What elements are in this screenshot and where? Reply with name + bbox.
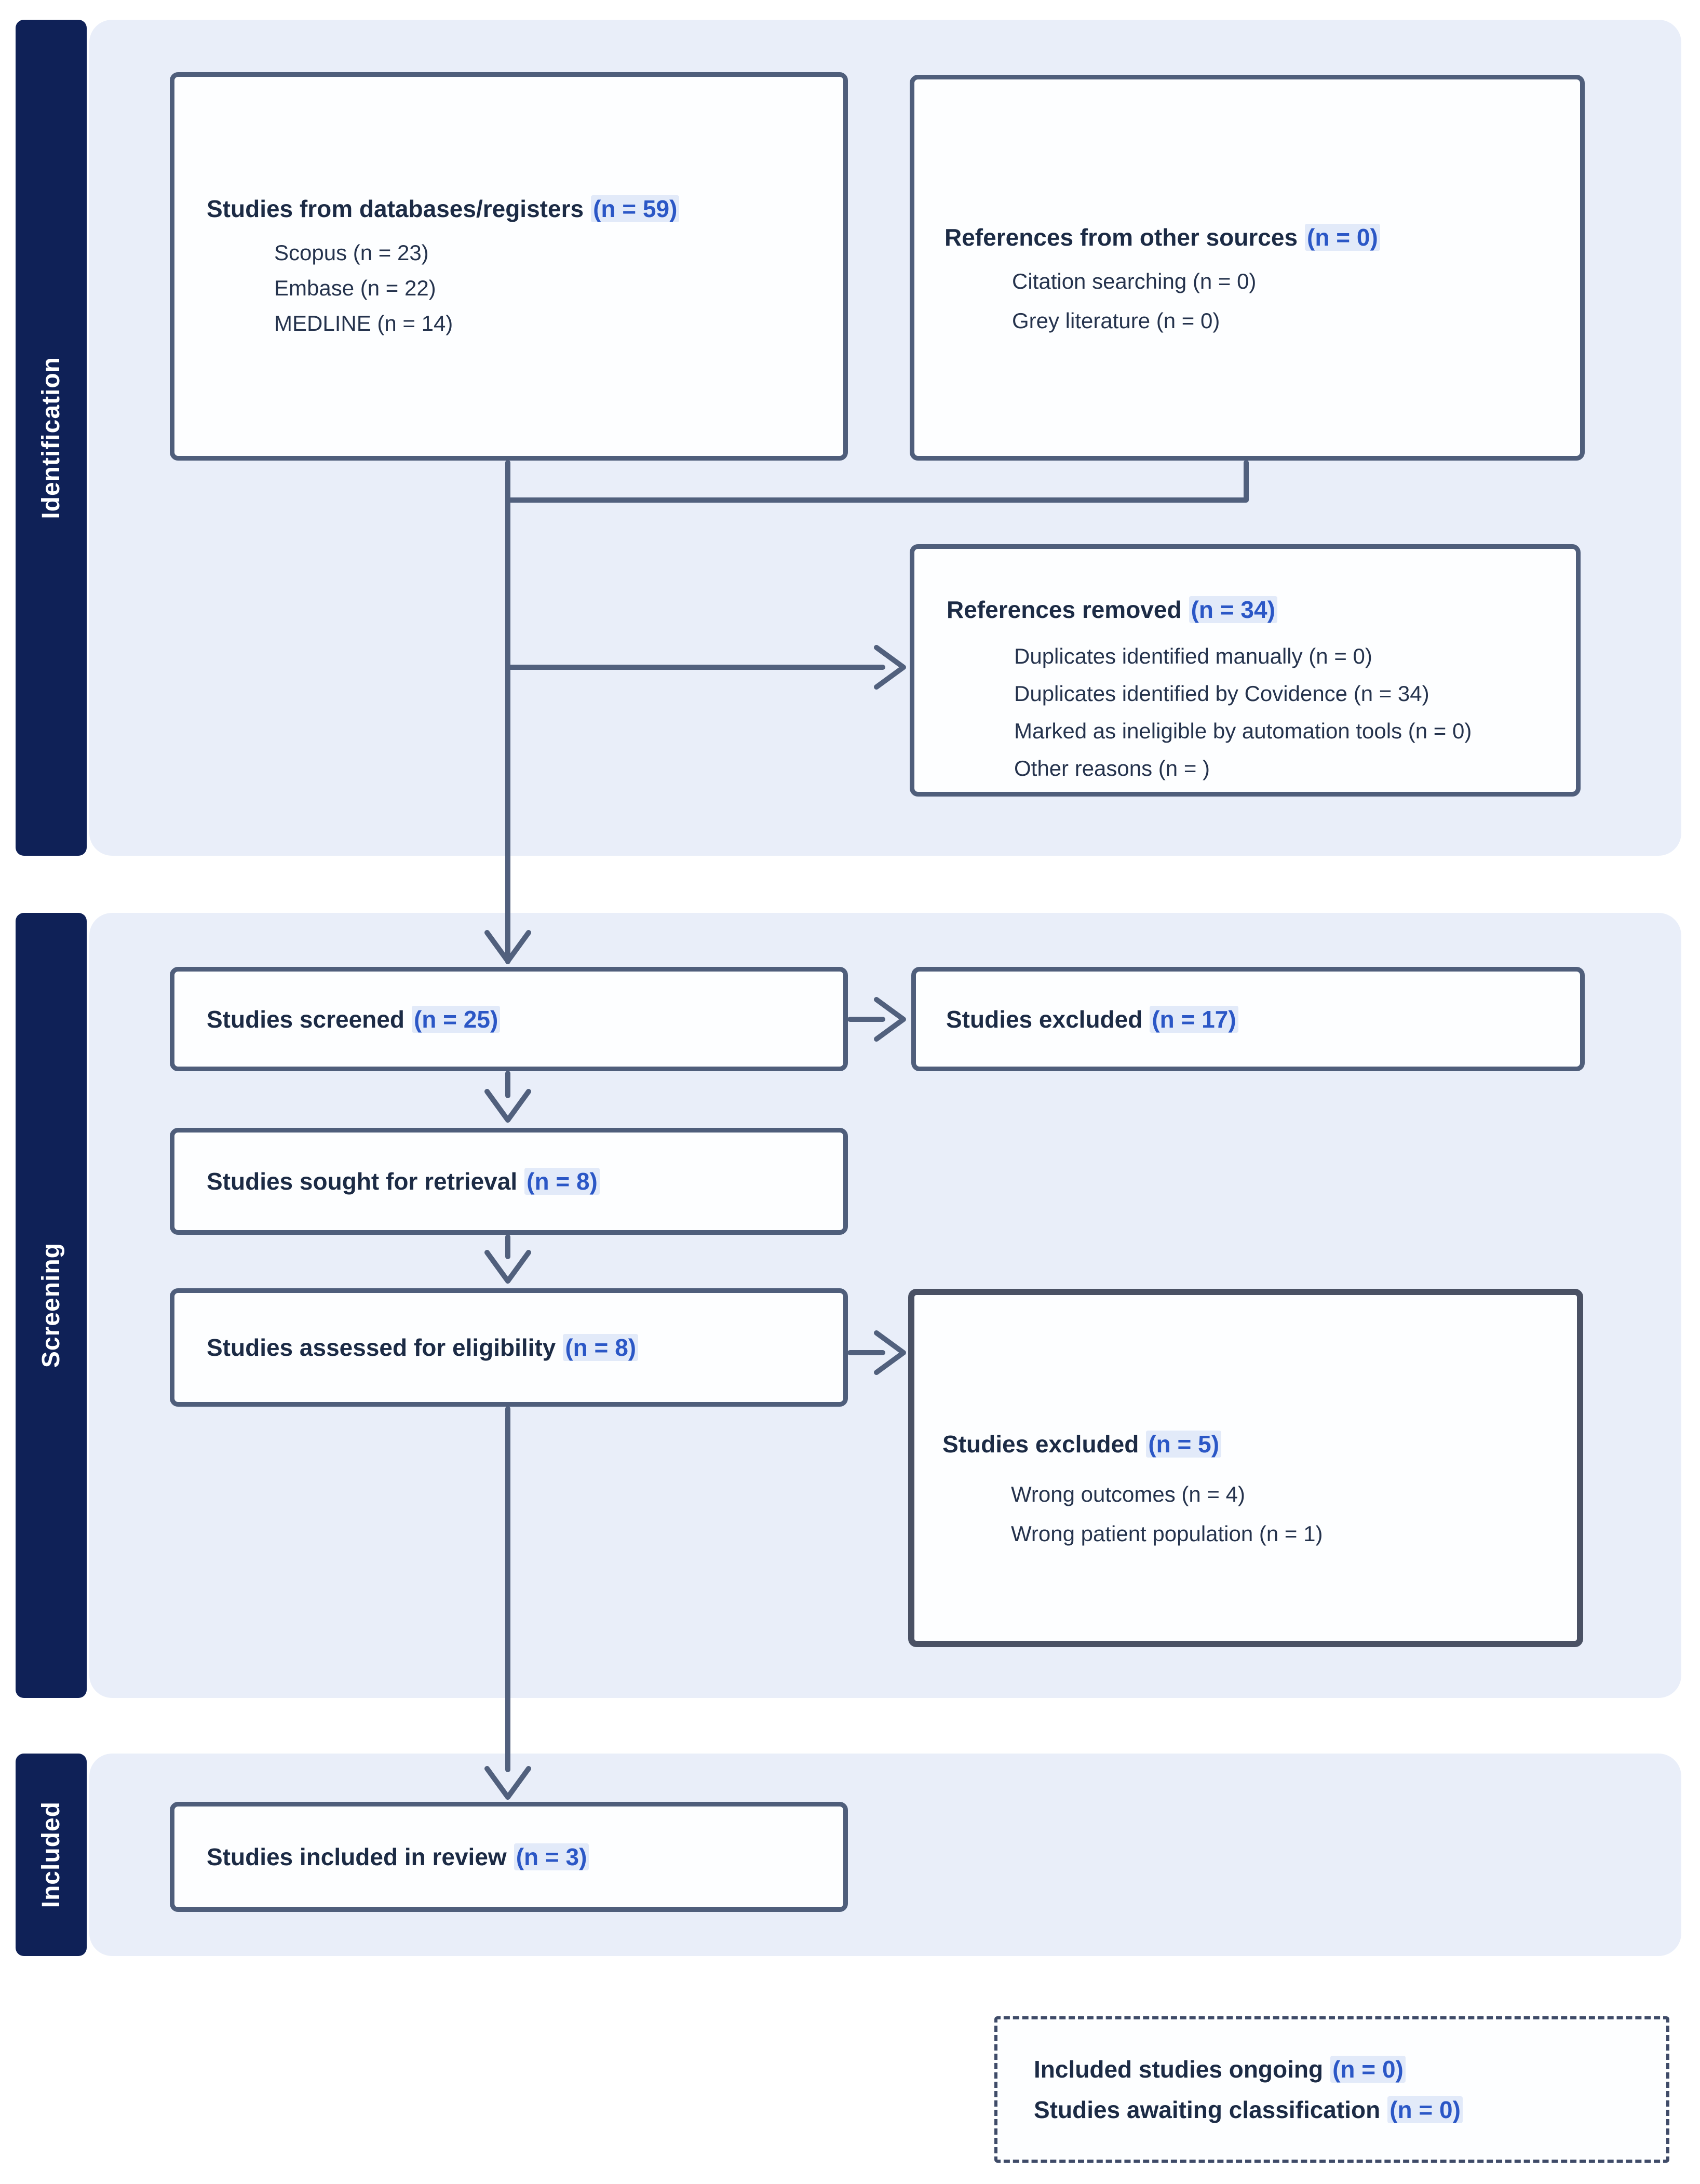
excluded-item-population: Wrong patient population (n = 1) — [1011, 1521, 1323, 1546]
removed-item-manual: Duplicates identified manually (n = 0) — [1014, 644, 1372, 668]
included-review-title-text: Studies included in review — [207, 1843, 507, 1870]
sought-count: (n = 8) — [524, 1168, 600, 1195]
excluded-item-outcomes: Wrong outcomes (n = 4) — [1011, 1482, 1245, 1506]
ongoing-line: Included studies ongoing(n = 0) — [1034, 2049, 1666, 2089]
screened-count: (n = 25) — [411, 1005, 501, 1033]
box-studies-screened: Studies screened(n = 25) — [170, 967, 848, 1071]
box-studies-assessed-eligibility: Studies assessed for eligibility (n = 8) — [170, 1288, 848, 1407]
other-sources-item-grey: Grey literature (n = 0) — [1012, 308, 1220, 333]
sought-title: Studies sought for retrieval(n = 8) — [207, 1166, 600, 1196]
references-removed-count: (n = 34) — [1189, 596, 1277, 623]
identification-label: Identification — [37, 356, 65, 519]
excluded-screening-title-text: Studies excluded — [946, 1005, 1143, 1033]
sought-title-text: Studies sought for retrieval — [207, 1168, 518, 1195]
box-studies-excluded-eligibility: Studies excluded (n = 5) Wrong outcomes (… — [908, 1289, 1583, 1647]
assessed-count: (n = 8) — [563, 1334, 639, 1361]
removed-item-automation: Marked as ineligible by automation tools… — [1014, 719, 1472, 743]
excluded-eligibility-title-text: Studies excluded — [942, 1431, 1139, 1458]
awaiting-line: Studies awaiting classification(n = 0) — [1034, 2089, 1666, 2130]
ongoing-line-text: Included studies ongoing — [1034, 2056, 1324, 2083]
excluded-eligibility-title: Studies excluded (n = 5) — [942, 1429, 1556, 1459]
references-removed-title: References removed (n = 34) — [947, 595, 1555, 625]
databases-item-medline: MEDLINE (n = 14) — [274, 311, 453, 335]
box-studies-sought-retrieval: Studies sought for retrieval(n = 8) — [170, 1128, 848, 1235]
excluded-screening-title: Studies excluded(n = 17) — [946, 1004, 1238, 1034]
assessed-title-text: Studies assessed for eligibility — [207, 1334, 556, 1361]
other-sources-item-citation: Citation searching (n = 0) — [1012, 269, 1257, 293]
included-sidebar: Included — [16, 1754, 87, 1956]
removed-item-other: Other reasons (n = ) — [1014, 756, 1210, 780]
screening-label: Screening — [37, 1243, 65, 1368]
screened-title: Studies screened(n = 25) — [207, 1004, 501, 1034]
databases-count: (n = 59) — [591, 195, 680, 222]
awaiting-line-text: Studies awaiting classification — [1034, 2096, 1381, 2123]
databases-title-text: Studies from databases/registers — [207, 195, 584, 222]
other-sources-count: (n = 0) — [1305, 224, 1380, 251]
assessed-title: Studies assessed for eligibility (n = 8) — [207, 1332, 639, 1363]
included-label: Included — [37, 1801, 65, 1908]
box-databases-registers: Studies from databases/registers (n = 59)… — [170, 72, 848, 461]
excluded-screening-count: (n = 17) — [1150, 1005, 1238, 1033]
removed-item-covidence: Duplicates identified by Covidence (n = … — [1014, 681, 1429, 706]
ongoing-count: (n = 0) — [1330, 2056, 1406, 2083]
awaiting-count: (n = 0) — [1387, 2096, 1463, 2123]
box-studies-excluded-screening: Studies excluded(n = 17) — [911, 967, 1585, 1071]
box-ongoing-awaiting-classification: Included studies ongoing(n = 0) Studies … — [994, 2016, 1669, 2163]
box-other-sources: References from other sources (n = 0) Cit… — [910, 75, 1585, 461]
databases-item-embase: Embase (n = 22) — [274, 276, 436, 300]
included-review-title: Studies included in review (n = 3) — [207, 1842, 589, 1872]
box-studies-included-review: Studies included in review (n = 3) — [170, 1802, 848, 1912]
excluded-eligibility-count: (n = 5) — [1146, 1431, 1222, 1458]
screening-sidebar: Screening — [16, 913, 87, 1698]
databases-item-scopus: Scopus (n = 23) — [274, 240, 429, 265]
included-review-count: (n = 3) — [514, 1843, 589, 1870]
other-sources-title: References from other sources (n = 0) — [945, 222, 1559, 252]
box-references-removed: References removed (n = 34) Duplicates id… — [910, 544, 1581, 797]
references-removed-title-text: References removed — [947, 596, 1182, 623]
identification-sidebar: Identification — [16, 20, 87, 856]
other-sources-title-text: References from other sources — [945, 224, 1298, 251]
screened-title-text: Studies screened — [207, 1005, 404, 1033]
databases-title: Studies from databases/registers (n = 59) — [207, 194, 822, 224]
